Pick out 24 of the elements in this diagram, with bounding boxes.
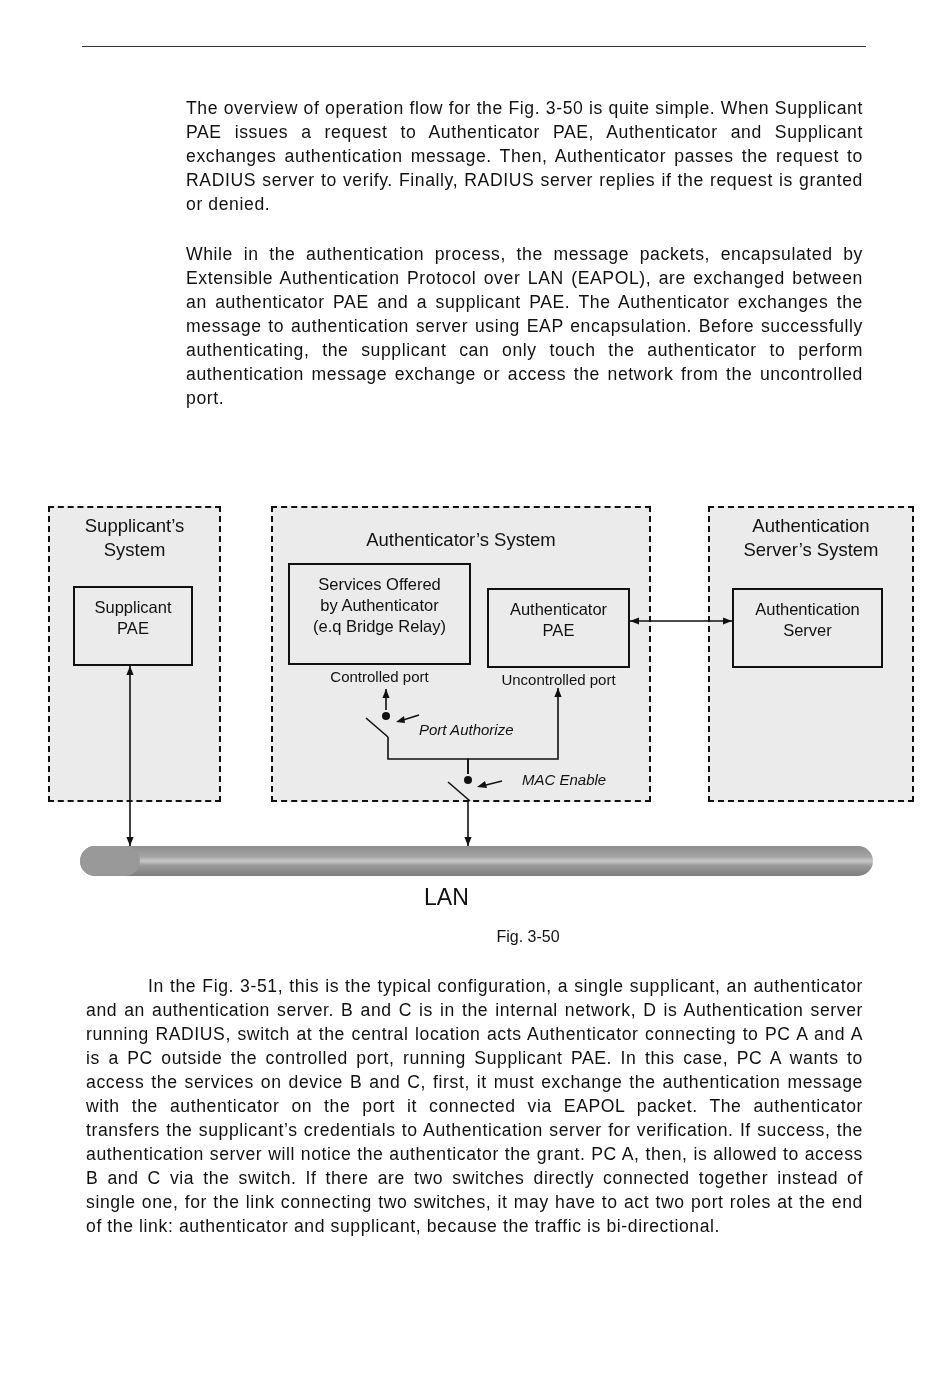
switch-label: Port Authorize (419, 721, 514, 738)
system-boundary (48, 506, 221, 802)
lan-label: LAN (424, 884, 469, 911)
system-boundary (708, 506, 914, 802)
system-title: Supplicant’s System (83, 514, 186, 562)
port-label: Uncontrolled port (501, 670, 616, 690)
connector-arrow (464, 801, 472, 847)
process-box: Services Offered by Authenticator (e.q Bridge Relay) (288, 563, 471, 665)
system-title: Authentication Server’s System (742, 514, 880, 562)
body-paragraph: The overview of operation flow for the Fig. 3-50 is quite simple. When Supplicant PAE issues a request to Authenticator PAE, Authenticator and Supplicant exchanges authentication message. Then, Authenticator passes the request to RADIUS server to verify. Finally, RADIUS server replies if the request is granted or denied. (186, 97, 863, 216)
connector-arrow (126, 665, 134, 847)
connector-arrow (629, 617, 733, 625)
system-title: Authenticator’s System (365, 528, 557, 552)
process-box: Authenticator PAE (487, 588, 630, 668)
system-boundary (271, 506, 651, 802)
process-box: Authentication Server (732, 588, 883, 668)
switch-label: MAC Enable (522, 771, 607, 788)
port-label: Controlled port (330, 667, 429, 687)
connector-arrow (382, 688, 390, 711)
body-paragraph: In the Fig. 3-51, this is the typical configuration, a single supplicant, an authenticator and an authentication server. B and C is in the internal network, D is Authentication server running RADIUS, switch at the central location acts Authenticator connecting to PC A and A is a PC outside the controlled port, running Supplicant PAE. In this case, PC A wants to access the services on device B and C, first, it must exchange the authentication message with the authenticator on the port it connected via EAPOL packet. The authenticator transfers the supplicant’s credentials to Authentication server for verification. If success, the authentication server will notice the authenticator the grant. PC A, then, is allowed to access B and C via the switch. If there are two switches directly connected together instead of single one, for the link connecting two switches, it may have to act two port roles at the end of the link: authenticator and supplicant, because the traffic is bi-directional. (86, 975, 863, 1238)
process-box: Supplicant PAE (73, 586, 193, 666)
body-paragraph: While in the authentication process, the message packets, encapsulated by Extensible Authentication Protocol over LAN (EAPOL), are exchanged between an authenticator PAE and a supplicant PAE. The Authenticator exchanges the message to authentication server using EAP encapsulation. Before successfully authenticating, the supplicant can only touch the authenticator to perform authentication message exchange or access the network from the uncontrolled port. (186, 243, 863, 410)
connector-arrow (467, 687, 562, 775)
figure-caption: Fig. 3-50 (495, 928, 561, 946)
